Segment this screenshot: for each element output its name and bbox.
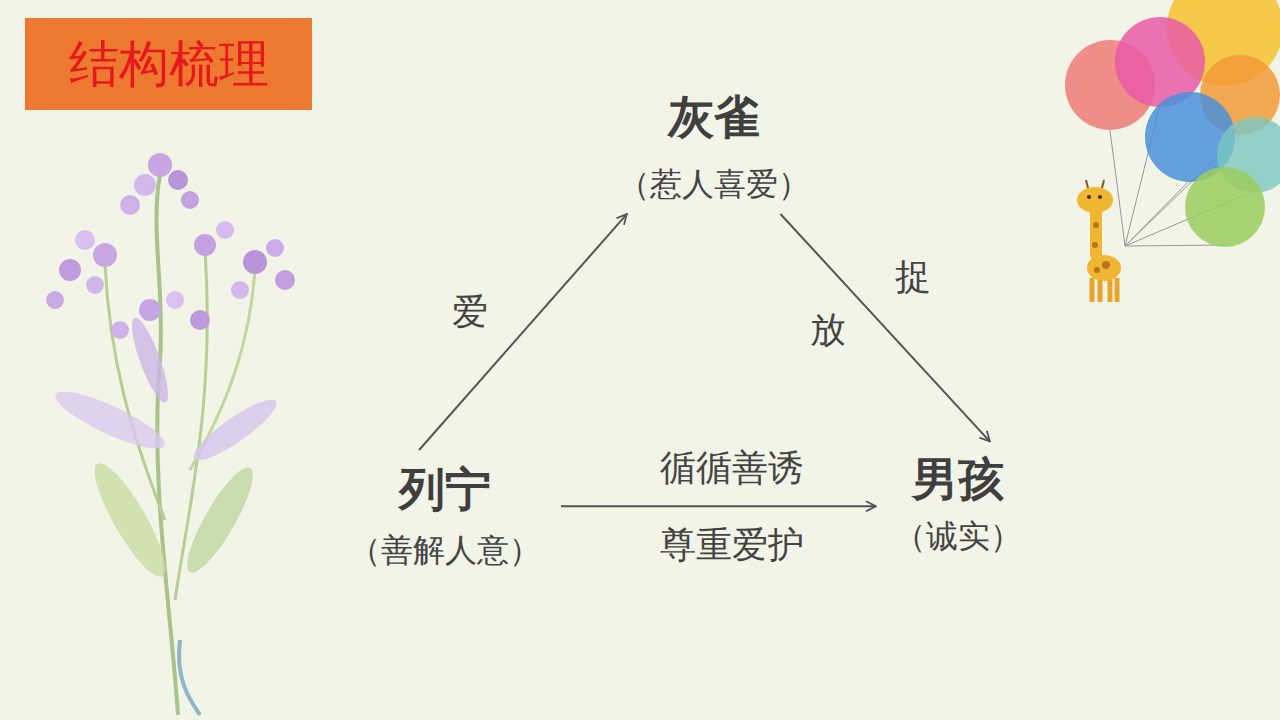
character-name: 男孩 [894, 452, 1022, 507]
character-node: 男孩 （诚实） [886, 446, 1030, 562]
balloon-string [1110, 130, 1125, 246]
flower-blossom [134, 174, 156, 196]
flower-illustration [46, 153, 295, 715]
giraffe-eye [1087, 195, 1091, 199]
flower-blossom [190, 310, 210, 330]
giraffe-illustration [1077, 180, 1121, 302]
character-node: 列宁 （善解人意） [341, 456, 549, 576]
giraffe-leg [1098, 280, 1103, 302]
flower-blossom [139, 299, 161, 321]
flower-leaf [177, 461, 263, 580]
balloon [1185, 167, 1265, 247]
flower-blossom [148, 153, 172, 177]
flower-blossom [243, 250, 267, 274]
relation-arrow [561, 505, 876, 507]
flower-blossom [216, 221, 234, 239]
character-trait: （惹人喜爱） [618, 165, 810, 203]
character-trait: （善解人意） [349, 531, 541, 569]
giraffe-spot [1093, 222, 1099, 228]
flower-leaf [50, 382, 171, 458]
flower-leaf [125, 314, 175, 405]
character-node: 灰雀 （惹人喜爱） [610, 84, 818, 210]
flower-blossom [86, 276, 104, 294]
relation-arrow [780, 214, 989, 442]
giraffe-spot [1092, 242, 1098, 248]
character-name: 灰雀 [618, 90, 810, 145]
flower-blossom [46, 291, 64, 309]
flower-leaf [84, 456, 177, 585]
giraffe-body [1087, 255, 1121, 281]
character-name: 列宁 [349, 462, 541, 517]
flower-blossom [266, 239, 284, 257]
relation-label: 放 [807, 310, 849, 350]
flower-blossom [168, 170, 188, 190]
flower-leaf [187, 391, 283, 468]
giraffe-spot [1102, 261, 1110, 269]
flower-blossom [75, 230, 95, 250]
giraffe-leg [1115, 278, 1120, 302]
giraffe-leg [1090, 278, 1095, 302]
giraffe-leg [1108, 280, 1113, 302]
flower-stem [179, 640, 200, 715]
flower-blossom [120, 195, 140, 215]
edge-label: 爱 [449, 292, 491, 332]
giraffe-eye [1098, 195, 1102, 199]
flower-blossom [59, 259, 81, 281]
balloon-illustration [1065, 0, 1280, 247]
flower-blossom [231, 281, 249, 299]
flower-blossom [181, 191, 199, 209]
edge-label: 捉 [892, 257, 934, 297]
flower-blossom [93, 243, 117, 267]
relation-arrow [419, 214, 627, 450]
balloon-string [1125, 245, 1225, 246]
flower-blossom [166, 291, 184, 309]
giraffe-horn [1102, 180, 1104, 188]
giraffe-spot [1094, 267, 1100, 273]
giraffe-horn [1086, 180, 1088, 188]
flower-blossom [194, 234, 216, 256]
flower-blossom [111, 321, 129, 339]
giraffe-neck [1090, 205, 1102, 260]
giraffe-head [1077, 187, 1113, 213]
slide-title: 结构梳理 [25, 18, 312, 110]
flower-blossom [275, 270, 295, 290]
edge-label: 循循善诱 [657, 448, 807, 488]
relation-label: 尊重爱护 [657, 525, 807, 565]
character-trait: （诚实） [894, 517, 1022, 555]
